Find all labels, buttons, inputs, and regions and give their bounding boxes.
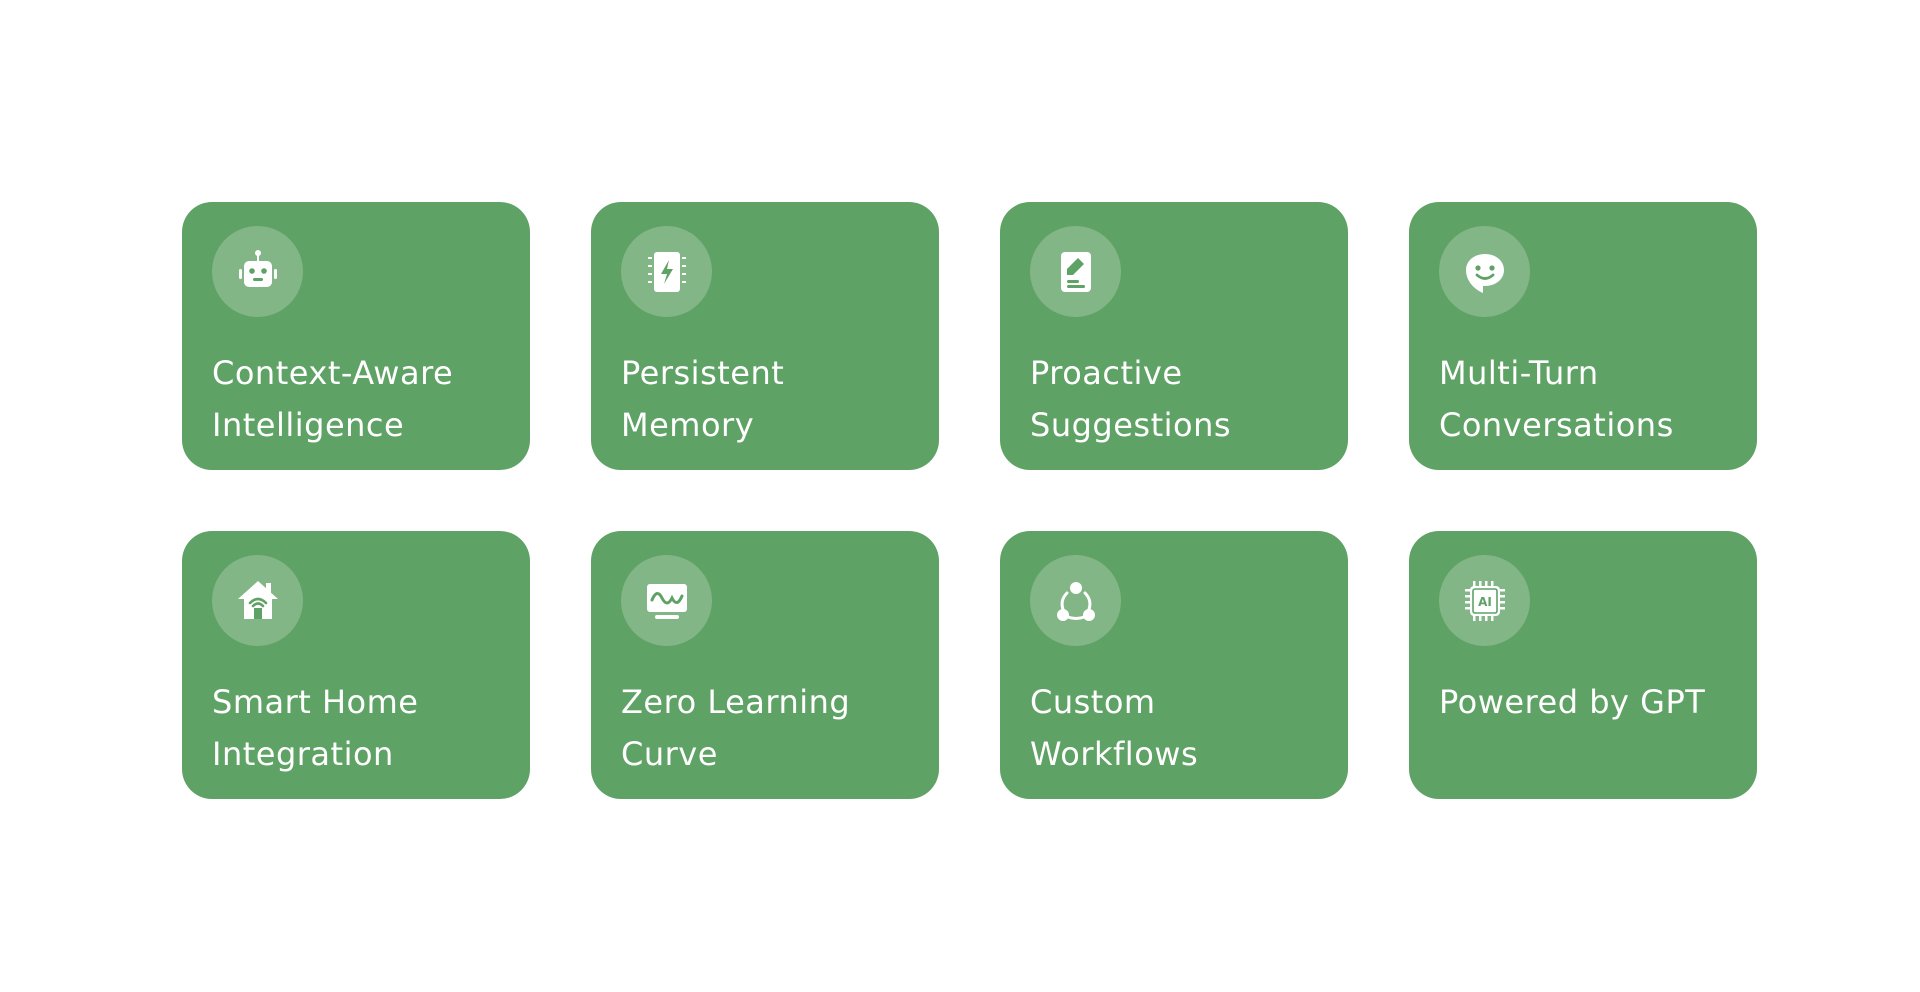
feature-card-custom-workflows: Custom Workflows	[1000, 531, 1348, 799]
monitor-wave-icon	[621, 555, 712, 646]
feature-label: Multi-Turn Conversations	[1439, 354, 1674, 444]
feature-card-persistent-memory: Persistent Memory	[591, 202, 939, 470]
feature-card-zero-learning: Zero Learning Curve	[591, 531, 939, 799]
memory-chip-icon	[621, 226, 712, 317]
smart-home-icon	[212, 555, 303, 646]
feature-label: Smart Home Integration	[212, 683, 419, 773]
feature-label: Custom Workflows	[1030, 683, 1199, 773]
feature-grid: Context-Aware Intelligence	[182, 202, 1757, 799]
feature-label: Context-Aware Intelligence	[212, 354, 454, 444]
svg-text:AI: AI	[1478, 595, 1492, 609]
feature-card-powered-by-gpt: AI Powered by GPT	[1409, 531, 1757, 799]
feature-label: Proactive Suggestions	[1030, 354, 1232, 444]
ai-chip-icon: AI	[1439, 555, 1530, 646]
feature-card-proactive-suggestions: Proactive Suggestions	[1000, 202, 1348, 470]
feature-card-multi-turn: Multi-Turn Conversations	[1409, 202, 1757, 470]
document-edit-icon	[1030, 226, 1121, 317]
robot-icon	[212, 226, 303, 317]
feature-card-context-aware: Context-Aware Intelligence	[182, 202, 530, 470]
feature-card-smart-home: Smart Home Integration	[182, 531, 530, 799]
workflow-nodes-icon	[1030, 555, 1121, 646]
feature-label: Zero Learning Curve	[621, 683, 851, 773]
feature-label: Powered by GPT	[1439, 683, 1706, 721]
chat-bubble-smile-icon	[1439, 226, 1530, 317]
feature-label: Persistent Memory	[621, 354, 785, 444]
